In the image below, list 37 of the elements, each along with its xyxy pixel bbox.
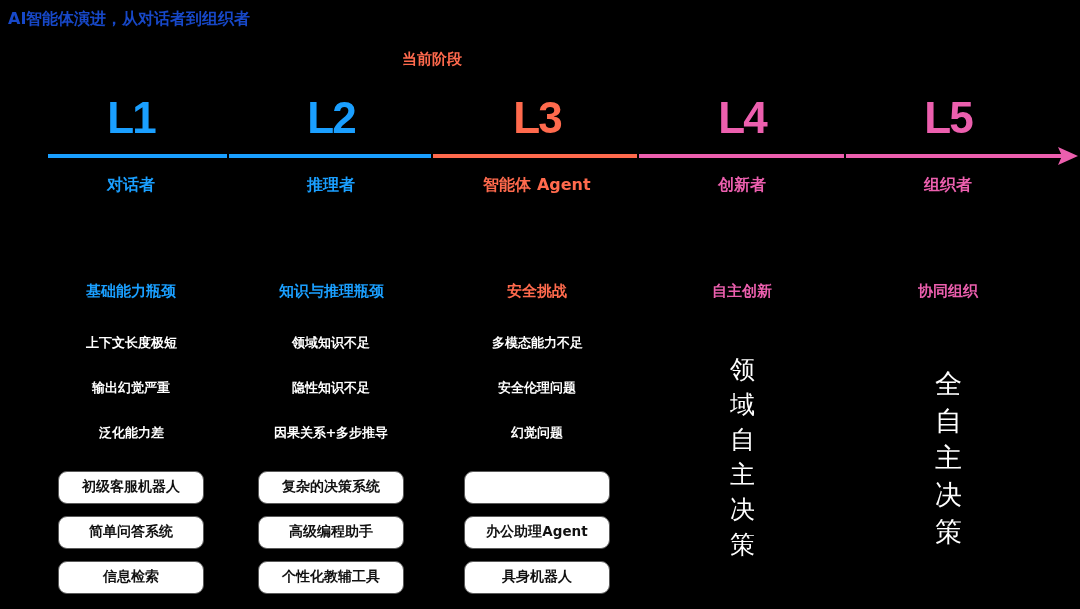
example-box: 初级客服机器人 (58, 470, 204, 504)
diagram-title: AI智能体演进，从对话者到组织者 (8, 9, 251, 29)
example-box (464, 470, 610, 504)
level-label: L5 (924, 92, 972, 144)
level-label: L3 (513, 92, 561, 144)
issue-text: 输出幻觉严重 (92, 380, 170, 396)
column-heading: 安全挑战 (507, 283, 567, 301)
level-name: 创新者 (718, 175, 766, 195)
level-label: L4 (718, 92, 766, 144)
example-box: 复杂的决策系统 (258, 470, 404, 504)
level-name: 对话者 (107, 175, 155, 195)
issue-text: 多模态能力不足 (491, 335, 583, 351)
issue-text: 领域知识不足 (292, 335, 370, 351)
level-label: L2 (307, 92, 355, 144)
level-label: L1 (107, 92, 155, 144)
column-heading: 知识与推理瓶颈 (278, 283, 384, 301)
issue-text: 安全伦理问题 (498, 380, 576, 396)
example-box: 简单问答系统 (58, 515, 204, 549)
issue-text: 泛化能力差 (98, 425, 164, 441)
column-heading: 自主创新 (712, 283, 772, 301)
example-box: 具身机器人 (464, 560, 610, 594)
stage-tag: 当前阶段 (402, 51, 462, 69)
issue-text: 因果关系+多步推导 (273, 425, 389, 441)
level-name: 智能体 Agent (483, 175, 591, 195)
issue-text: 隐性知识不足 (292, 380, 370, 396)
column-heading: 基础能力瓶颈 (86, 283, 176, 301)
example-box: 个性化教辅工具 (258, 560, 404, 594)
column-heading: 协同组织 (918, 283, 978, 301)
example-box: 高级编程助手 (258, 515, 404, 549)
level-name: 推理者 (307, 175, 355, 195)
issue-text: 幻觉问题 (511, 425, 563, 441)
example-box: 信息检索 (58, 560, 204, 594)
level-name: 组织者 (924, 175, 972, 195)
vertical-text: 领域自主决策 (728, 354, 756, 561)
issue-text: 上下文长度极短 (85, 335, 177, 351)
vertical-text: 全自主决策 (933, 366, 963, 549)
example-box: 办公助理Agent (464, 515, 610, 549)
